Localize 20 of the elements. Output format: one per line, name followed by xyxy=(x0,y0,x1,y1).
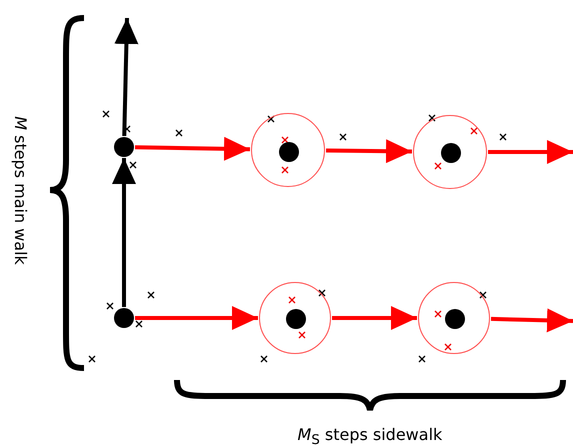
arrow xyxy=(488,140,573,164)
sidewalk-circle xyxy=(259,282,331,354)
arrow xyxy=(112,158,136,307)
axis-caption: M steps main walk xyxy=(10,116,30,264)
sidewalk-circle xyxy=(418,282,490,354)
arrow xyxy=(114,18,138,136)
walk-point xyxy=(441,143,461,163)
sidewalk-circle xyxy=(413,115,487,189)
walk-point xyxy=(279,142,299,162)
arrow xyxy=(134,136,250,161)
walk-point xyxy=(114,308,134,328)
arrow xyxy=(490,308,573,332)
sidewalk-circle xyxy=(251,113,325,187)
axis-caption: M$_{S}$ steps sidewalk xyxy=(298,424,442,446)
arrow xyxy=(326,139,412,164)
walk-point xyxy=(114,137,134,157)
walk-point xyxy=(286,309,306,329)
arrow xyxy=(135,306,258,330)
walk-point xyxy=(445,309,465,329)
arrow xyxy=(332,306,417,330)
